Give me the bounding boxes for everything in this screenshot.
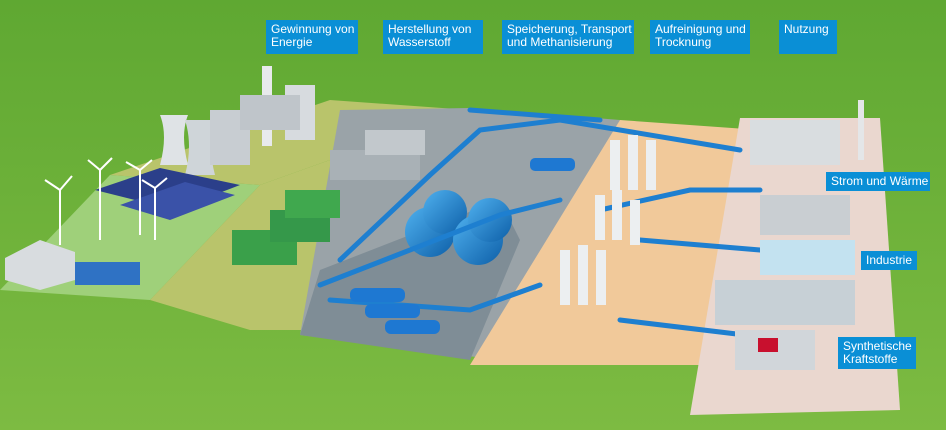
use-label-industry: Industrie <box>861 251 917 270</box>
use-label-power-heat: Strom und Wärme <box>826 172 930 191</box>
wind-turbines <box>44 157 168 245</box>
purification-units <box>560 135 656 305</box>
stage-label-storage-line1: Speicherung, Transport <box>507 22 632 36</box>
stage-label-purification: Aufreinigung und Trocknung <box>650 20 750 54</box>
use-label-synthetic-fuels: Synthetische Kraftstoffe <box>838 337 916 369</box>
hydrogen-trucks <box>350 158 575 334</box>
solar-field <box>95 168 240 220</box>
stage-label-hydrogen-line2: Wasserstoff <box>388 35 451 49</box>
electrolyser-modules <box>232 130 425 265</box>
pipelines <box>317 107 763 338</box>
stage-label-energy-line2: Energie <box>271 35 313 49</box>
power-plant <box>160 66 315 175</box>
stage-label-energy: Gewinnung von Energie <box>266 20 358 54</box>
hydro-dam <box>5 240 140 290</box>
stage-label-storage: Speicherung, Transport und Methanisierun… <box>502 20 634 54</box>
stage-label-use-line1: Nutzung <box>784 22 829 36</box>
stage-label-storage-line2: und Methanisierung <box>507 35 613 49</box>
use-facilities <box>715 100 864 370</box>
use-label-synthetic-fuels-line2: Kraftstoffe <box>843 352 898 366</box>
use-label-industry-text: Industrie <box>866 253 913 267</box>
zone-purification-ground <box>470 120 760 365</box>
stage-label-hydrogen: Herstellung von Wasserstoff <box>383 20 483 54</box>
stage-label-use: Nutzung <box>779 20 837 54</box>
stage-label-energy-line1: Gewinnung von <box>271 22 355 36</box>
use-label-power-heat-text: Strom und Wärme <box>831 174 929 188</box>
stage-label-purification-line1: Aufreinigung und <box>655 22 746 36</box>
use-label-synthetic-fuels-line1: Synthetische <box>843 339 912 353</box>
stage-label-hydrogen-line1: Herstellung von <box>388 22 472 36</box>
stage-label-purification-line2: Trocknung <box>655 35 712 49</box>
